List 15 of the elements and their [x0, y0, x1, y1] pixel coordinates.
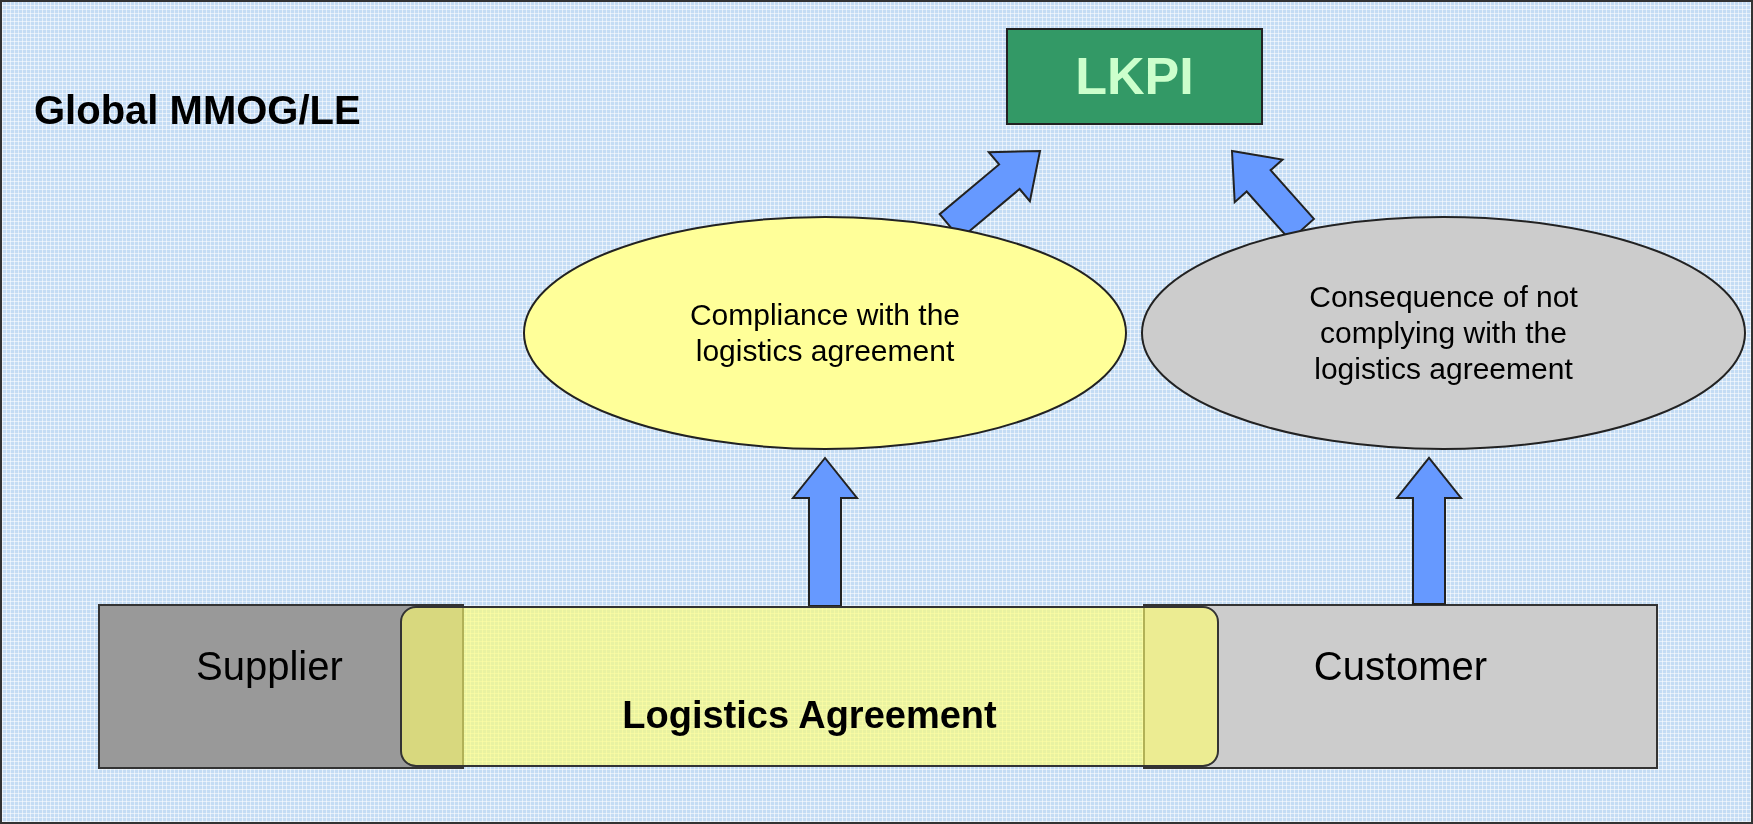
- party-bar: [1143, 604, 1658, 769]
- agreement-band: [400, 606, 1219, 767]
- diagram-title: Global MMOG/LE: [34, 88, 361, 133]
- block-arrow: [790, 456, 860, 607]
- ellipse-node: [1141, 216, 1746, 450]
- node-label: Customer: [1313, 643, 1488, 690]
- party-bar: [98, 604, 464, 769]
- node-label: LKPI: [1075, 46, 1194, 108]
- block-arrow: [1394, 456, 1464, 605]
- ellipse-node: [523, 216, 1127, 450]
- node-label: Compliance with the logistics agreement: [688, 297, 962, 369]
- kpi-box: [1006, 28, 1263, 125]
- node-label: Supplier: [196, 643, 343, 690]
- node-label: Consequence of not complying with the logistics agreement: [1308, 279, 1579, 387]
- node-label: Logistics Agreement: [622, 693, 997, 739]
